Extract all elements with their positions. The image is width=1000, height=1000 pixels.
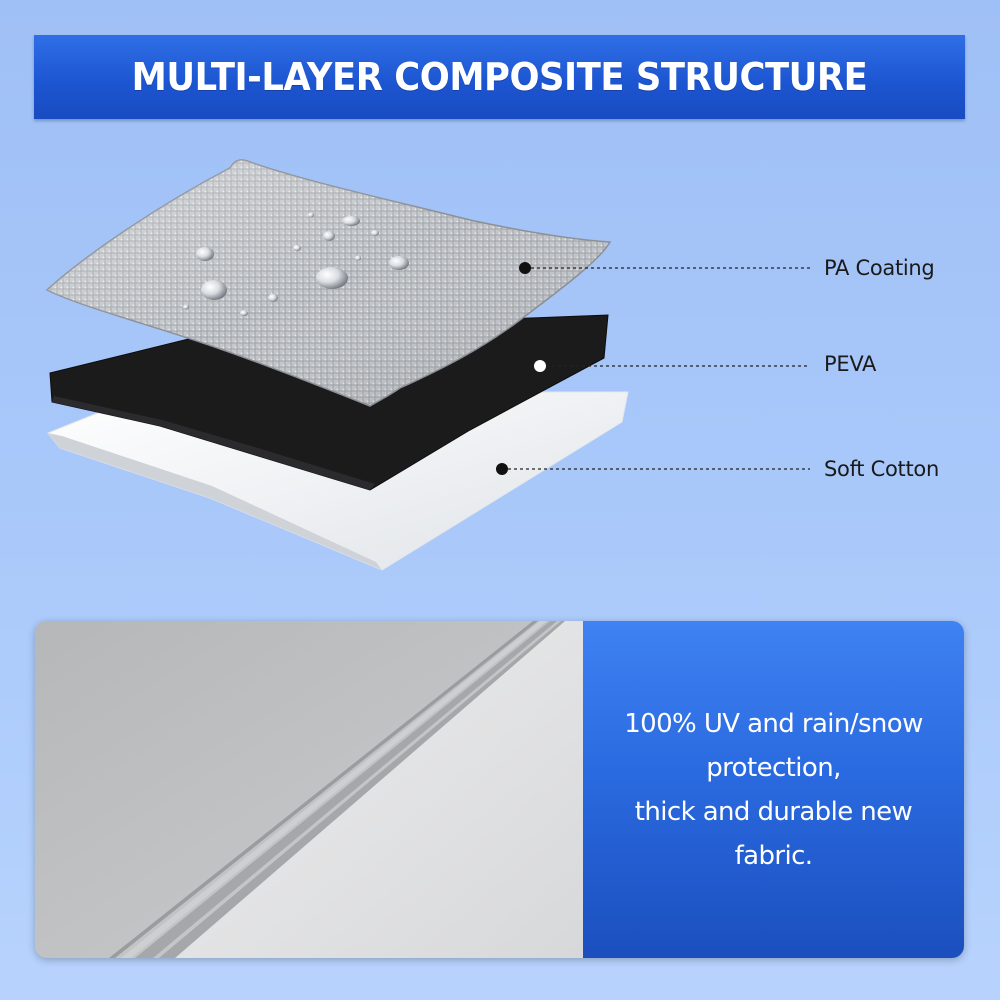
fabric-photo xyxy=(35,621,583,958)
label-soft-cotton: Soft Cotton xyxy=(824,457,939,481)
banner-title: MULTI-LAYER COMPOSITE STRUCTURE xyxy=(131,55,868,99)
feature-box: 100% UV and rain/snow protection, thick … xyxy=(583,621,964,958)
callout-pa-coating xyxy=(519,262,810,274)
layer-illustration xyxy=(45,159,810,571)
feature-text-line: thick and durable new xyxy=(634,796,913,827)
callout-soft-cotton xyxy=(496,463,810,475)
water-droplets xyxy=(183,212,409,316)
callout-peva xyxy=(534,360,810,372)
label-pa-coating: PA Coating xyxy=(824,256,935,280)
label-peva: PEVA xyxy=(824,352,877,376)
feature-text-line: 100% UV and rain/snow xyxy=(624,708,923,739)
fabric-detail-panel: 100% UV and rain/snow protection, thick … xyxy=(35,621,964,958)
title-banner: MULTI-LAYER COMPOSITE STRUCTURE xyxy=(34,35,965,119)
feature-text-line: protection, xyxy=(706,752,841,783)
feature-text-line: fabric. xyxy=(734,840,813,871)
layer-diagram: PA Coating PEVA Soft Cotton xyxy=(0,130,1000,590)
